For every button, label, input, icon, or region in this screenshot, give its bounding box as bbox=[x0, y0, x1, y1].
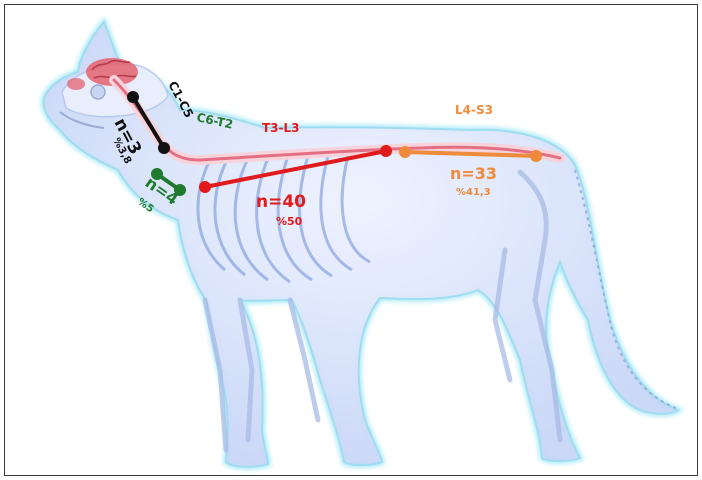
count-t3l3-n: n=40 bbox=[256, 192, 306, 212]
count-l4s3-pct: %41,3 bbox=[456, 187, 491, 198]
label-t3l3: T3-L3 bbox=[262, 121, 300, 135]
count-l4s3-n: n=33 bbox=[450, 164, 497, 183]
label-l4s3: L4-S3 bbox=[455, 103, 493, 117]
count-t3l3-pct: %50 bbox=[276, 215, 303, 228]
